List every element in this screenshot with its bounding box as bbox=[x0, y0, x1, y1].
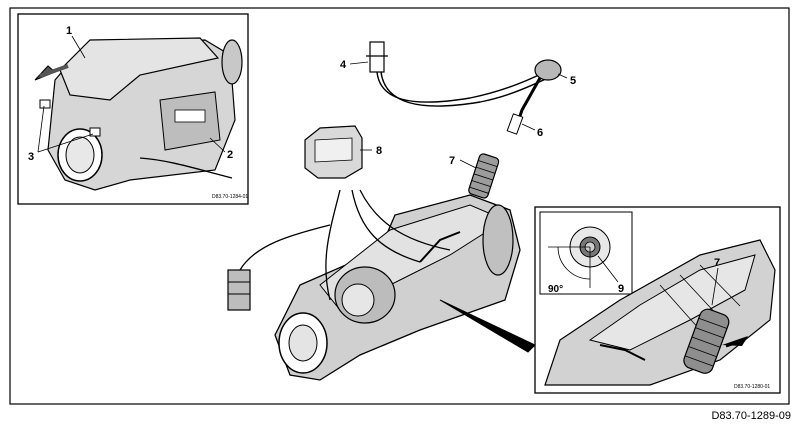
inset-right-ref: D83.70-1280-01 bbox=[734, 384, 770, 390]
strainer bbox=[468, 153, 500, 199]
rib-1 bbox=[659, 284, 701, 331]
detail-insert-arrow bbox=[722, 336, 748, 346]
inset-left: 1 2 3 D83.70-1284-01 bbox=[17, 13, 249, 205]
sensor-plug bbox=[369, 41, 385, 73]
detail-fuel-line bbox=[599, 344, 646, 361]
sensor-assembly: 4 5 6 7 8 bbox=[340, 41, 576, 199]
sensor-cable-a bbox=[376, 71, 546, 103]
harness-1 bbox=[325, 189, 341, 301]
leader-6 bbox=[521, 123, 536, 131]
leader-1 bbox=[71, 35, 86, 59]
sensor-tip bbox=[506, 113, 524, 135]
grommet bbox=[534, 59, 562, 81]
detail-insert-shaft bbox=[725, 338, 746, 348]
leader-3b bbox=[37, 133, 94, 153]
strainer-detail bbox=[683, 308, 730, 374]
harness-to-plug bbox=[239, 224, 331, 271]
callout-9: 9 bbox=[618, 283, 624, 295]
callout-3: 3 bbox=[28, 151, 34, 163]
direction-arrow-shaft bbox=[39, 64, 69, 78]
clip-2 bbox=[89, 127, 101, 137]
figure-reference: D83.70-1289-09 bbox=[711, 410, 791, 422]
cable-left bbox=[139, 157, 233, 179]
callout-5: 5 bbox=[570, 75, 576, 87]
leader-7 bbox=[459, 159, 477, 169]
callout-1: 1 bbox=[66, 25, 72, 37]
leader-3a bbox=[37, 105, 45, 153]
inset-right: 90° 9 7 D83.70-1280-01 bbox=[534, 206, 781, 394]
main-end-cap bbox=[482, 204, 514, 276]
main-air-inlet-inner bbox=[288, 324, 318, 362]
callout-8: 8 bbox=[376, 145, 382, 157]
angle-label: 90° bbox=[548, 284, 563, 295]
side-slot bbox=[174, 109, 206, 123]
motor-face bbox=[341, 283, 375, 317]
angle-arc bbox=[557, 246, 591, 280]
air-inlet-inner bbox=[65, 136, 95, 174]
end-cap-right bbox=[221, 39, 243, 85]
pointer-arrow bbox=[439, 299, 536, 353]
leader-4 bbox=[349, 61, 369, 65]
rib-3 bbox=[699, 264, 741, 307]
clip-1 bbox=[39, 99, 51, 109]
leader-7-detail bbox=[711, 267, 719, 306]
sensor-cable-b bbox=[380, 71, 549, 107]
inset-left-ref: D83.70-1284-01 bbox=[212, 194, 248, 200]
control-unit-face bbox=[314, 137, 353, 163]
callout-2: 2 bbox=[227, 149, 233, 161]
harness-2 bbox=[351, 189, 421, 263]
diagram-frame bbox=[9, 7, 790, 405]
leader-2 bbox=[209, 137, 226, 153]
leader-5 bbox=[557, 73, 568, 79]
connector-plug bbox=[227, 269, 251, 311]
callout-7-detail: 7 bbox=[714, 257, 720, 269]
cover-top bbox=[59, 37, 220, 101]
leader-9 bbox=[597, 255, 619, 283]
callout-4: 4 bbox=[340, 59, 347, 71]
main-heater bbox=[227, 125, 521, 381]
callout-6: 6 bbox=[537, 127, 543, 139]
callout-7: 7 bbox=[449, 155, 455, 167]
fuel-line-stub bbox=[419, 231, 461, 263]
